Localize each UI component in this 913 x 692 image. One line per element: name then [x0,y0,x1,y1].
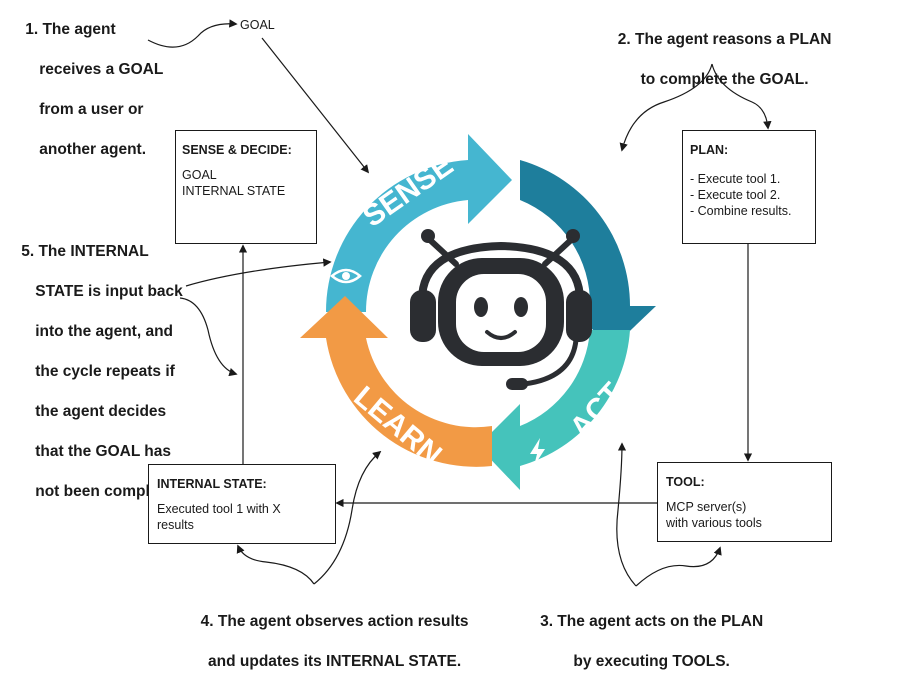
learn-segment [300,296,492,467]
step4-line: and updates its INTERNAL STATE. [208,653,462,670]
sense-decide-line: INTERNAL STATE [182,184,286,198]
step1-line: receives a GOAL [39,61,164,78]
step5-line: the cycle repeats if [35,363,175,380]
plan-line: - Combine results. [690,204,792,218]
step3-line: 3. The agent acts on the PLAN [540,613,764,630]
goal-to-sense-arrow [261,37,370,174]
step5-line: into the agent, and [35,323,174,340]
step1-line: another agent. [39,141,147,158]
feedback-to-sense-arrow [185,258,332,287]
step5-line: the agent decides [35,403,167,420]
internal-state-box: INTERNAL STATE: Executed tool 1 with X r… [148,464,336,544]
step5-line: STATE is input back [35,283,183,300]
tool-line: MCP server(s) [666,500,747,514]
step3-line: by executing TOOLS. [573,653,730,670]
note2-curve-right [711,63,772,130]
step1-line: from a user or [39,101,144,118]
act-segment [478,330,630,490]
plan-box: PLAN: - Execute tool 1. - Execute tool 2… [682,130,816,244]
note2-curve-left [619,63,713,152]
sense-decide-line: GOAL [182,168,217,182]
step5-line: that the GOAL has [35,443,172,460]
note5-curve [179,297,238,377]
brain-icon [638,258,664,281]
step2-annotation: 2. The agent reasons a PLAN to complete … [596,10,836,110]
step1-line: 1. The agent [25,21,116,38]
note4-curve-right [313,450,382,585]
plan-title: PLAN: [690,143,729,157]
note3-curve-right [635,546,722,587]
step5-line: 5. The INTERNAL [21,243,149,260]
note1-curve [147,19,238,48]
sense-decide-box: SENSE & DECIDE: GOAL INTERNAL STATE [175,130,317,244]
internal-state-line: results [157,518,194,532]
lightning-icon [530,438,545,466]
sense-decide-title: SENSE & DECIDE: [182,143,292,157]
tool-line: with various tools [666,516,762,530]
plan-segment [520,160,656,348]
cycle-graphic: SENSE PLAN ACT LEARN [147,19,772,587]
sense-segment [325,134,512,312]
internal-state-title: INTERNAL STATE: [157,477,267,491]
agent-loop-diagram: SENSE PLAN ACT LEARN [8,0,836,670]
robot-headset-icon [410,229,592,390]
goal-label: GOAL [240,18,275,32]
step1-annotation: 1. The agent receives a GOAL from a user… [8,0,163,180]
step3-annotation: 3. The agent acts on the PLAN by executi… [508,592,778,692]
plan-line: - Execute tool 2. [690,188,781,202]
plan-line: - Execute tool 1. [690,172,781,186]
step4-annotation: 4. The agent observes action results and… [166,592,486,692]
internal-state-line: Executed tool 1 with X [157,502,281,516]
note3-curve-left [616,442,637,587]
note4-curve-left [236,544,315,585]
flow-arrows [147,19,772,587]
tool-box: TOOL: MCP server(s) with various tools [657,462,832,542]
step4-line: 4. The agent observes action results [200,613,469,630]
step2-line: 2. The agent reasons a PLAN [617,31,832,48]
cycle-ring [300,134,656,490]
eye-icon [330,268,362,284]
tool-title: TOOL: [666,475,705,489]
step2-line: to complete the GOAL. [640,71,809,88]
